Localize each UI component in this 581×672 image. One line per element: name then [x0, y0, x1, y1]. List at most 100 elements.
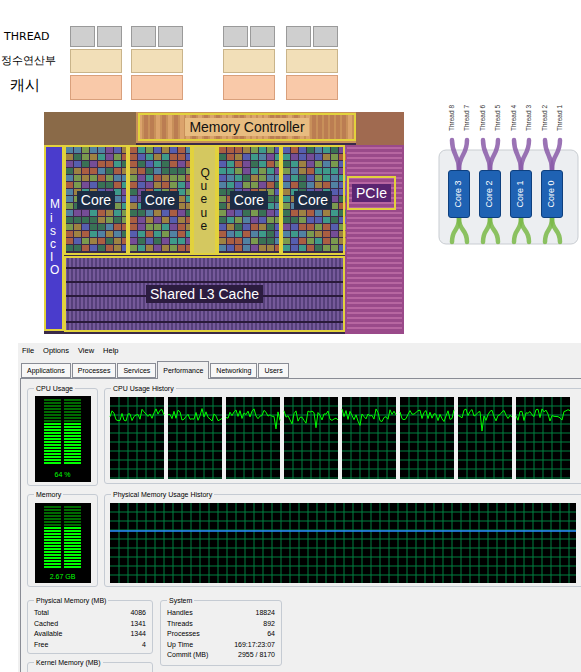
die-cell	[98, 217, 105, 223]
graph-grid	[226, 406, 280, 407]
die-cell	[283, 245, 290, 251]
graph-background	[458, 397, 512, 479]
meter-segment	[64, 423, 81, 425]
die-cell	[299, 147, 306, 153]
thread-square	[132, 27, 156, 47]
die-cell	[267, 224, 274, 230]
die-cell	[82, 182, 89, 188]
core-box: Core 0	[541, 170, 563, 218]
graph-grid	[458, 415, 512, 416]
die-cell	[315, 175, 322, 181]
die-cell	[235, 147, 242, 153]
meter-segment	[44, 554, 61, 556]
cpu-history-line	[226, 409, 280, 429]
meter-segment	[64, 426, 81, 428]
pcie-stripe	[347, 327, 402, 329]
row-value: 1341	[130, 619, 146, 628]
graph-grid	[290, 503, 291, 583]
core-region: Core	[217, 145, 281, 255]
integer-unit-block	[224, 50, 275, 73]
die-cell	[146, 224, 153, 230]
die-cell	[74, 238, 81, 244]
die-cell	[235, 210, 242, 216]
die-cell	[170, 210, 177, 216]
die-cell	[130, 175, 137, 181]
l3-cache-region: Shared L3 Cache	[64, 256, 345, 332]
tab: Networking	[210, 363, 257, 378]
die-cell	[114, 238, 121, 244]
die-cell	[82, 175, 89, 181]
die-cell	[219, 210, 226, 216]
graph-grid	[516, 415, 570, 416]
graph-grid	[226, 451, 280, 452]
die-cell	[82, 168, 89, 174]
memory-history-group: Physical Memory Usage History	[104, 494, 581, 587]
die-cell	[74, 154, 81, 160]
pcie-stripe	[347, 222, 402, 224]
cache-band	[64, 309, 345, 311]
graph-grid	[226, 469, 280, 470]
graph-grid	[497, 503, 498, 583]
die-cell	[291, 210, 298, 216]
graph-grid	[293, 397, 294, 479]
meter-segment	[44, 560, 61, 562]
die-cell	[146, 182, 153, 188]
die-cell	[138, 161, 145, 167]
die-cell	[331, 168, 338, 174]
die-cell	[291, 147, 298, 153]
die-cell	[291, 154, 298, 160]
die-cell	[299, 224, 306, 230]
die-cell	[235, 245, 242, 251]
die-cell	[283, 196, 290, 202]
pcie-stripe	[347, 212, 402, 214]
node-label: Core	[230, 191, 268, 209]
thread-label: Thread 8	[448, 105, 455, 131]
meter-segment	[64, 539, 81, 541]
die-cell	[98, 231, 105, 237]
graph-grid	[110, 451, 164, 452]
cpu-history-group: CPU Usage History	[104, 388, 581, 484]
graph-grid	[329, 397, 330, 479]
die-cell	[323, 231, 330, 237]
die-cell	[259, 161, 266, 167]
graph-grid	[168, 451, 222, 452]
meter-segment	[44, 456, 61, 458]
die-cell	[323, 224, 330, 230]
graph-grid	[458, 442, 512, 443]
meter-segment	[44, 527, 61, 529]
die-cell	[235, 217, 242, 223]
graph-grid	[110, 548, 576, 549]
graph-grid	[226, 424, 280, 425]
die-cell	[267, 168, 274, 174]
die-cell	[98, 245, 105, 251]
die-cell	[154, 217, 161, 223]
die-cell	[331, 238, 338, 244]
graph-grid	[110, 530, 576, 531]
die-cell	[331, 154, 338, 160]
graph-grid	[506, 503, 507, 583]
die-cell	[138, 245, 145, 251]
die-cell	[66, 161, 73, 167]
node-label: Memory	[34, 490, 63, 499]
meter-segment	[64, 450, 81, 452]
meter-segment	[64, 521, 81, 523]
die-cell	[90, 175, 97, 181]
graph-grid	[378, 397, 379, 479]
die-cell	[307, 238, 314, 244]
die-cell	[307, 224, 314, 230]
die-cell	[178, 147, 185, 153]
meter-segment	[44, 521, 61, 523]
thread-in-line	[521, 140, 529, 170]
die-cell	[299, 168, 306, 174]
meter-segment	[44, 551, 61, 553]
graph-grid	[416, 503, 417, 583]
graph-background	[342, 397, 396, 479]
meter-segment	[64, 453, 81, 455]
pcie-stripe	[347, 252, 402, 254]
die-cell	[251, 168, 258, 174]
graph-grid	[425, 503, 426, 583]
die-cell	[291, 217, 298, 223]
graph-grid	[503, 397, 504, 479]
